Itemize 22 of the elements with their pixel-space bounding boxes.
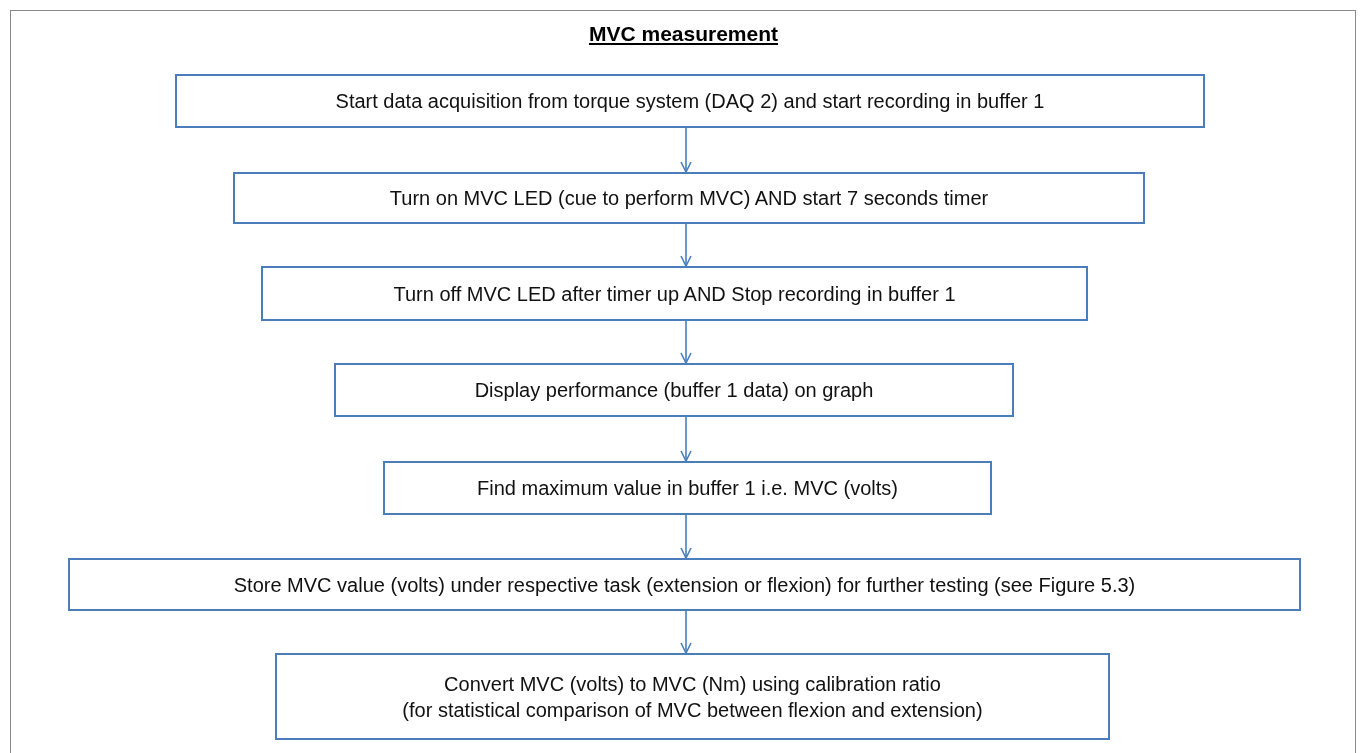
arrow xyxy=(680,416,692,462)
step-text: Find maximum value in buffer 1 i.e. MVC (volts) xyxy=(477,476,898,501)
arrow xyxy=(680,514,692,559)
arrow xyxy=(680,127,692,173)
step-text: Store MVC value (volts) under respective task (extension or flexion) for further testing (see Figure 5.3) xyxy=(233,572,1136,598)
arrow xyxy=(680,610,692,654)
step-text: (for statistical comparison of MVC between flexion and extension) xyxy=(402,697,983,723)
process-box xyxy=(334,363,1014,417)
process-box xyxy=(261,266,1088,321)
process-box xyxy=(275,653,1110,740)
step-text: Convert MVC (volts) to MVC (Nm) using calibration ratio xyxy=(444,671,941,697)
process-box xyxy=(175,74,1205,128)
arrow xyxy=(680,320,692,364)
process-box xyxy=(233,172,1145,224)
step-text: Turn off MVC LED after timer up AND Stop recording in buffer 1 xyxy=(393,281,956,307)
step-text: Start data acquisition from torque system (DAQ 2) and start recording in buffer 1 xyxy=(335,89,1045,114)
step-text: Display performance (buffer 1 data) on graph xyxy=(474,378,874,403)
process-box xyxy=(68,558,1301,611)
diagram-title: MVC measurement xyxy=(587,22,780,46)
step-text: Turn on MVC LED (cue to perform MVC) AND start 7 seconds timer xyxy=(389,186,989,211)
arrow xyxy=(680,223,692,267)
process-box xyxy=(383,461,992,515)
